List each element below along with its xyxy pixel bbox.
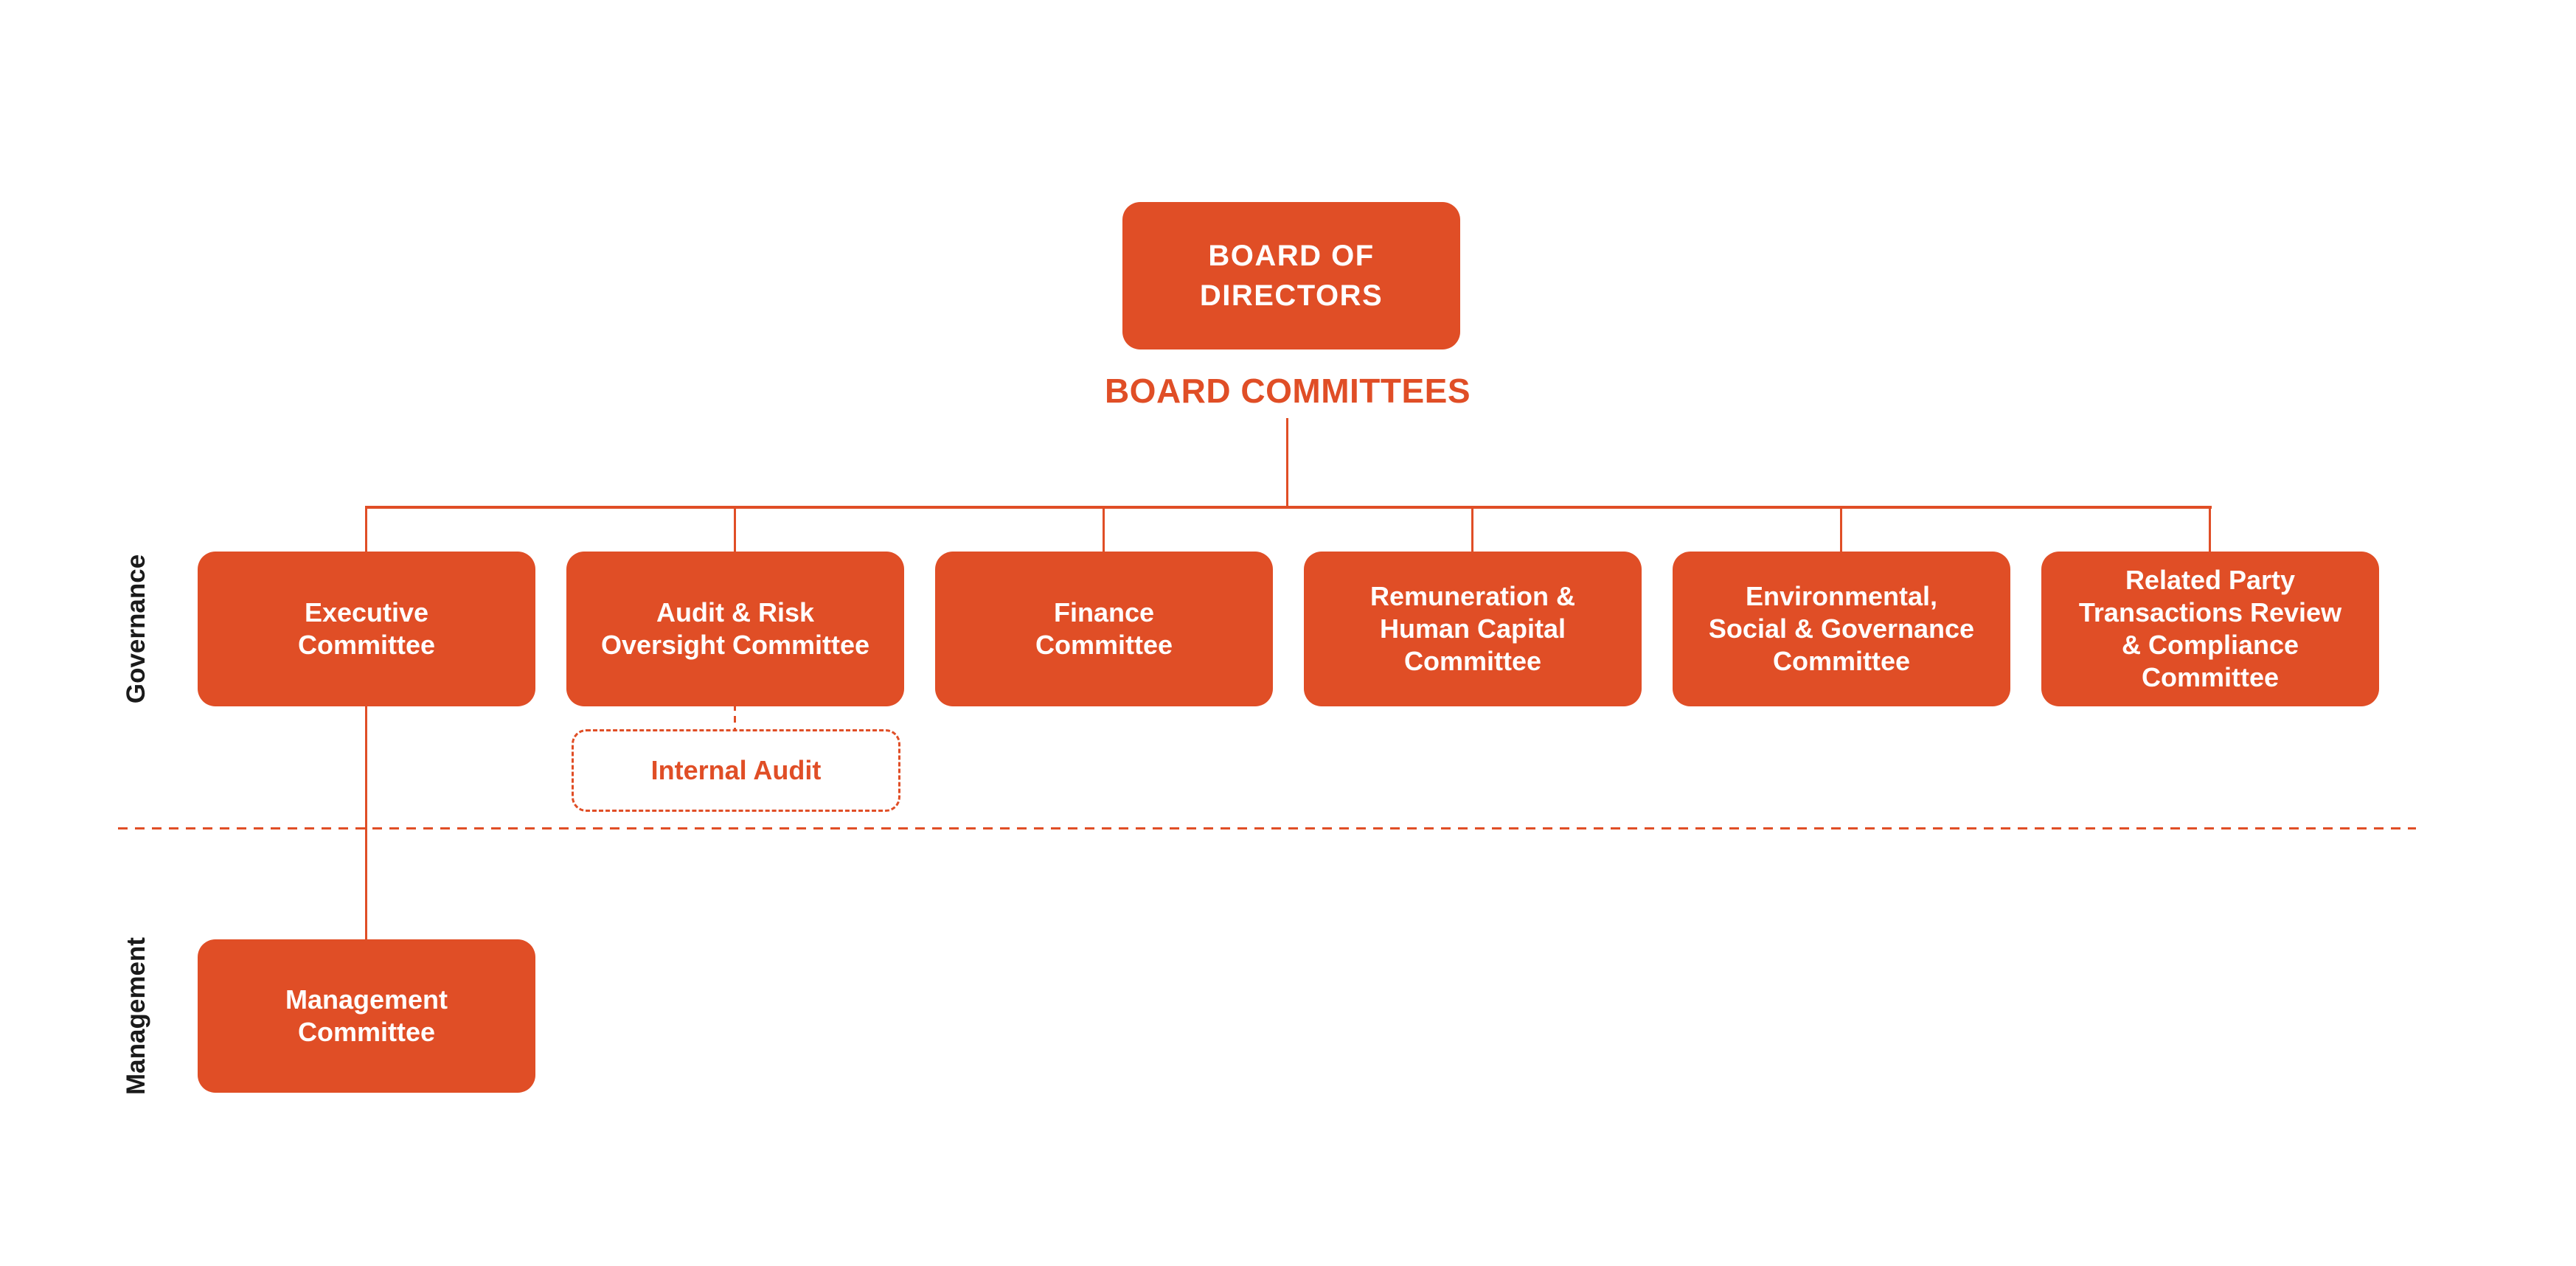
section-label-governance: Governance (122, 554, 150, 704)
connector-drop-finance (1103, 507, 1105, 552)
connector-drop-audit-risk (734, 507, 736, 552)
board-committees-heading: BOARD COMMITTEES (1104, 372, 1471, 410)
connector-heading-stub (1286, 418, 1288, 507)
committee-box-finance: Finance Committee (935, 552, 1273, 706)
governance-management-separator (118, 827, 2416, 829)
management-committee-box: Management Committee (198, 939, 535, 1093)
committee-box-audit-risk-oversight: Audit & Risk Oversight Committee (566, 552, 904, 706)
connector-drop-executive (365, 507, 367, 552)
connector-executive-to-management (365, 706, 367, 941)
committee-box-executive: Executive Committee (198, 552, 535, 706)
internal-audit-box: Internal Audit (572, 729, 900, 812)
section-label-management: Management (122, 937, 150, 1095)
connector-drop-remuneration (1471, 507, 1473, 552)
connector-drop-related-party (2209, 507, 2211, 552)
connector-horizontal-rail (365, 506, 2212, 509)
committee-box-related-party-transactions: Related Party Transactions Review & Comp… (2041, 552, 2379, 706)
committee-box-remuneration-human-capital: Remuneration & Human Capital Committee (1304, 552, 1642, 706)
committee-box-environmental-social-governance: Environmental, Social & Governance Commi… (1673, 552, 2010, 706)
connector-drop-esg (1840, 507, 1842, 552)
board-of-directors-box: BOARD OF DIRECTORS (1122, 202, 1460, 349)
connector-dashed-audit-to-internal-audit (734, 704, 736, 731)
